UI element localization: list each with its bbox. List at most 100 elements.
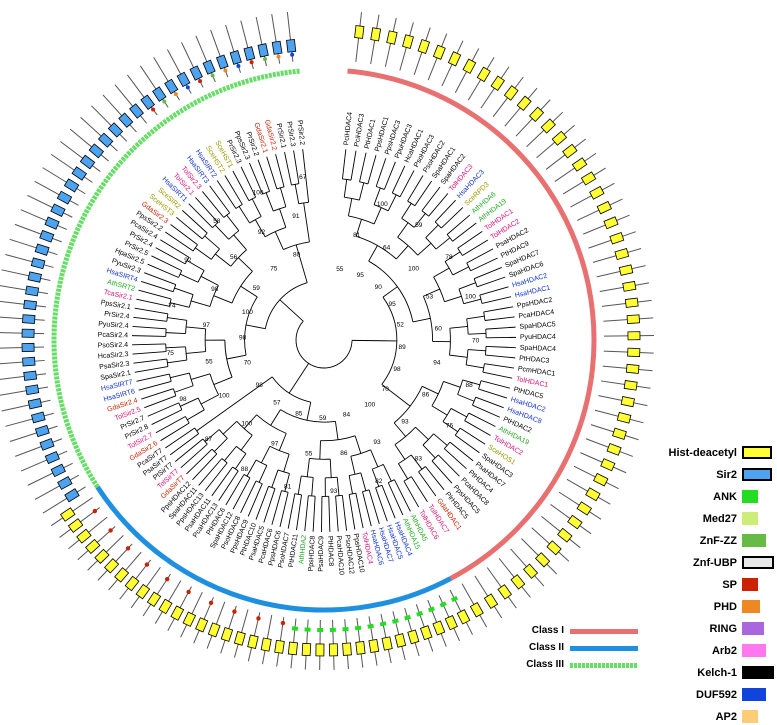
domain-box <box>628 348 640 356</box>
legend-label: Znf-UBP <box>693 555 737 571</box>
domain-box <box>77 529 91 543</box>
domain-box <box>171 606 184 620</box>
domain-box <box>590 186 604 199</box>
leaf-label: PyuHDAC4 <box>520 334 556 341</box>
legend-item-sp: SP <box>640 577 777 593</box>
bootstrap-value: 95 <box>357 272 365 279</box>
legend-swatch <box>742 644 766 657</box>
leaf-label: PrSir2.2 <box>296 120 306 146</box>
protein-line <box>5 254 53 267</box>
leaf-label: PrSir2.4 <box>104 311 130 321</box>
domain-box <box>221 627 232 641</box>
domain-box <box>258 44 268 57</box>
bootstrap-value: 93 <box>330 488 338 495</box>
protein-line <box>2 270 51 281</box>
domain-box <box>628 332 640 340</box>
bootstrap-value: 92 <box>258 229 266 236</box>
domain-box <box>316 644 324 656</box>
domain-box <box>369 639 379 652</box>
domain-box <box>343 643 352 656</box>
extra-domain <box>151 107 155 111</box>
legend-label: PHD <box>714 599 737 615</box>
ank-domain <box>428 606 435 612</box>
sp-domain <box>281 621 285 625</box>
leaf-label: PcaHDAC10 <box>335 535 345 575</box>
domain-box <box>183 612 195 626</box>
protein-line <box>0 374 46 380</box>
domain-box <box>68 519 82 533</box>
domain-box <box>581 172 595 185</box>
legend-item-hist-deacetyl: Hist-deacetyl <box>640 445 777 461</box>
bootstrap-value: 97 <box>203 322 211 329</box>
domain-box <box>165 79 178 93</box>
leaf-label: PpsSir2.1 <box>100 299 131 311</box>
ank-domain <box>342 627 348 631</box>
ank-domain <box>380 621 387 626</box>
domain-box <box>248 635 259 649</box>
tree-branches <box>132 149 516 532</box>
extra-domain <box>162 100 166 104</box>
legend-label: SP <box>722 577 737 593</box>
ank-domain <box>404 615 411 621</box>
bootstrap-value: 81 <box>284 484 292 491</box>
domain-box <box>558 528 572 542</box>
legend-item-sir2: Sir2 <box>640 467 777 483</box>
sp-domain <box>186 590 190 594</box>
bootstrap-value: 76 <box>446 423 454 430</box>
domain-box <box>511 575 525 589</box>
bootstrap-value: 83 <box>415 456 423 463</box>
ank-domain <box>367 624 374 629</box>
domain-box <box>613 428 627 439</box>
ank-domain <box>330 628 336 632</box>
leaf-label: PyuSir2.4 <box>98 321 129 330</box>
bootstrap-value: 100 <box>219 393 230 400</box>
extra-domain <box>290 53 294 57</box>
bootstrap-value: 100 <box>242 309 253 316</box>
legend-label: ANK <box>713 489 737 505</box>
domain-box <box>387 31 397 44</box>
domain-box <box>597 201 611 213</box>
domain-ring <box>0 12 654 670</box>
legend-label: DUF592 <box>696 687 737 703</box>
domain-box <box>24 371 37 380</box>
domain-box <box>203 60 215 74</box>
bootstrap-value: 94 <box>433 359 441 366</box>
domain-box <box>572 158 586 171</box>
domain-box <box>329 644 337 656</box>
domain-box <box>484 594 497 608</box>
domain-box <box>477 67 490 81</box>
domain-box <box>504 86 518 100</box>
sp-domain <box>232 609 236 613</box>
bootstrap-value: 59 <box>415 222 423 229</box>
bootstrap-value: 100 <box>253 190 264 197</box>
bootstrap-value: 100 <box>408 266 419 273</box>
domain-box <box>627 315 640 324</box>
extra-domain <box>236 64 240 68</box>
domain-box <box>601 459 615 471</box>
domain-box <box>272 41 282 54</box>
ank-domain <box>451 596 458 602</box>
legend-swatch <box>742 490 758 503</box>
bootstrap-value: 56 <box>230 254 238 261</box>
legend-swatch <box>742 512 758 525</box>
protein-line <box>0 301 46 307</box>
leaf-label: PcaSir2.4 <box>98 332 129 340</box>
class-label: Class III <box>526 657 564 673</box>
domain-box <box>177 72 190 86</box>
extra-domain <box>277 55 281 59</box>
bootstrap-value: 70 <box>382 386 390 393</box>
bootstrap-value: 74 <box>168 302 176 309</box>
domain-box <box>234 631 245 645</box>
legend-swatch <box>742 710 758 723</box>
bootstrap-value: 80 <box>293 252 301 259</box>
domain-box <box>35 425 49 436</box>
domain-box <box>382 637 392 650</box>
extra-domain <box>198 79 202 83</box>
domain-box <box>288 642 297 655</box>
ank-domain <box>416 611 423 617</box>
ank-domain <box>392 618 399 623</box>
domain-box <box>594 473 608 486</box>
domain-box <box>153 87 166 101</box>
sp-domain <box>108 528 112 532</box>
leaf-label: PciHDAC4 <box>343 112 354 146</box>
